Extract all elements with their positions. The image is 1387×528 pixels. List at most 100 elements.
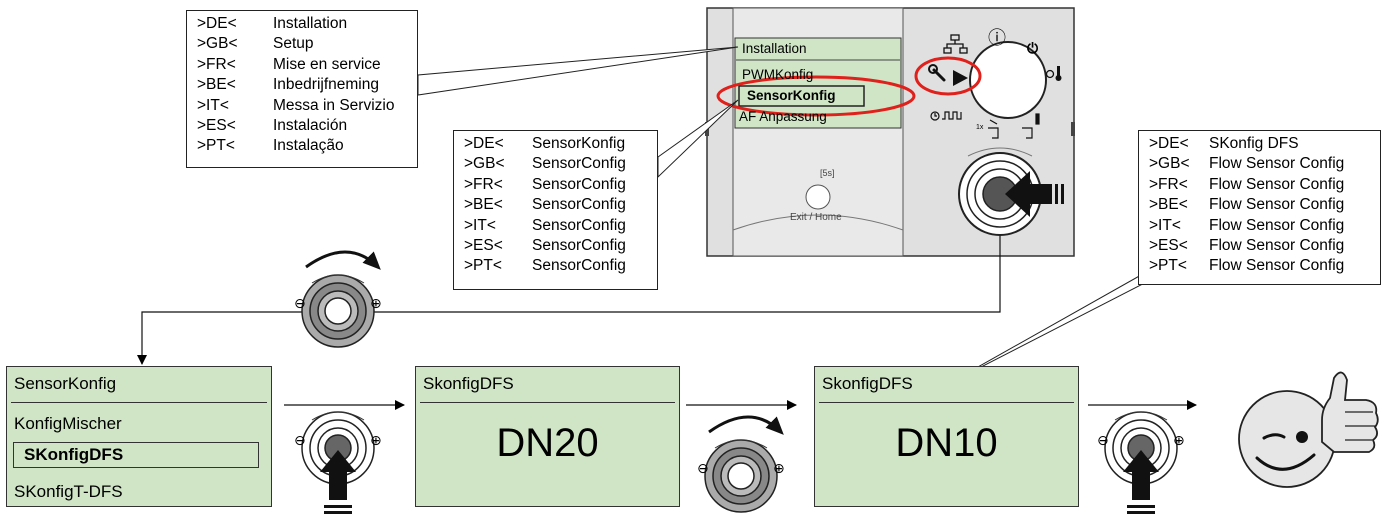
device-rotary-knob[interactable] bbox=[958, 147, 1042, 236]
lang-text: Flow Sensor Config bbox=[1209, 257, 1345, 275]
lang-text: Messa in Servizio bbox=[273, 96, 395, 114]
lang-code: >BE< bbox=[1149, 196, 1188, 214]
lcd-title: SensorKonfig bbox=[14, 374, 117, 393]
device-menu-item: AF Anpassung bbox=[739, 109, 827, 124]
lang-code: >FR< bbox=[464, 175, 503, 193]
lcd-divider bbox=[819, 402, 1074, 403]
callout-installation-translations: >DE< Installation >GB< Setup >FR< Mise en s… bbox=[186, 10, 418, 168]
tap-once-icon bbox=[988, 119, 999, 139]
sun-thermometer-icon bbox=[1045, 66, 1062, 81]
lang-code: >GB< bbox=[464, 155, 505, 173]
lcd-value: DN10 bbox=[895, 421, 998, 465]
lang-text: SensorConfig bbox=[532, 216, 626, 234]
device-menu-item: PWMKonfig bbox=[742, 67, 814, 82]
info-icon: ⓘ bbox=[988, 28, 1006, 48]
lang-text: Flow Sensor Config bbox=[1209, 237, 1345, 255]
lcd-screen-dn20: SkonfigDFS DN20 bbox=[415, 366, 680, 507]
lcd-screen-dn10: SkonfigDFS DN10 bbox=[814, 366, 1079, 507]
minus-symbol: ⊖ bbox=[697, 461, 709, 477]
lang-text: SensorConfig bbox=[532, 155, 626, 173]
network-icon bbox=[943, 34, 968, 54]
lang-code: >PT< bbox=[464, 257, 502, 275]
rotary-knob-icon: ⊖⊕ bbox=[294, 411, 382, 514]
lcd-menu-item: KonfigMischer bbox=[14, 414, 122, 433]
callout-sensorconfig-translations: >DE<SensorKonfig >GB<SensorConfig >FR<Se… bbox=[453, 130, 658, 290]
lang-code: >GB< bbox=[1149, 155, 1190, 173]
controller-device bbox=[705, 7, 1075, 257]
lang-text: SKonfig DFS bbox=[1209, 135, 1299, 152]
lang-code: >PT< bbox=[197, 137, 235, 155]
lang-text: Mise en service bbox=[273, 55, 381, 73]
lcd-title: SkonfigDFS bbox=[423, 374, 514, 393]
lang-code: >BE< bbox=[197, 76, 236, 94]
clock-pulse-icon bbox=[930, 111, 962, 121]
lang-code: >BE< bbox=[464, 196, 503, 214]
lang-text: SensorConfig bbox=[532, 196, 626, 214]
lang-text: Setup bbox=[273, 35, 314, 53]
lcd-menu-item-selected: SKonfigDFS bbox=[13, 442, 259, 468]
device-lcd: Installation PWMKonfig SensorKonfig AF A… bbox=[735, 38, 901, 128]
mode-dial[interactable] bbox=[969, 41, 1047, 119]
exit-home-label: Exit / Home bbox=[790, 212, 842, 223]
lcd-divider bbox=[420, 402, 675, 403]
plus-symbol: ⊕ bbox=[773, 461, 785, 477]
lang-text: Instalación bbox=[273, 117, 348, 135]
smiley-thumbs-up-icon bbox=[1238, 371, 1379, 488]
callout-pointers bbox=[417, 46, 1171, 386]
lcd-screen-sensorkonfig: SensorKonfig KonfigMischer SKonfigDFS SK… bbox=[6, 366, 272, 507]
lang-code: >DE< bbox=[197, 15, 237, 32]
rotary-knob-icon: ⊖⊕ bbox=[697, 415, 785, 513]
lang-code: >IT< bbox=[1149, 216, 1181, 234]
lang-code: >IT< bbox=[464, 216, 496, 234]
lcd-menu-item: SKonfigT-DFS bbox=[14, 482, 123, 501]
lang-code: >GB< bbox=[197, 35, 238, 53]
device-menu-item-selected: SensorKonfig bbox=[747, 88, 836, 103]
lang-code: >FR< bbox=[197, 55, 236, 73]
exit-home-button[interactable] bbox=[805, 184, 831, 210]
highlight-oval bbox=[716, 75, 916, 117]
press-arrow-icon bbox=[1123, 450, 1159, 500]
lang-code: >DE< bbox=[1149, 135, 1189, 152]
lang-text: Flow Sensor Config bbox=[1209, 216, 1345, 234]
rotary-knob-icon: ⊖⊕ bbox=[1097, 411, 1185, 514]
lang-code: >ES< bbox=[197, 117, 236, 135]
lang-text: Flow Sensor Config bbox=[1209, 175, 1345, 193]
minus-symbol: ⊖ bbox=[1097, 433, 1109, 449]
rotary-knob-icon: ⊖⊕ bbox=[294, 250, 382, 348]
rotate-arrow-icon bbox=[305, 250, 381, 270]
lang-text: SensorConfig bbox=[532, 257, 626, 275]
lcd-divider bbox=[11, 402, 267, 403]
lang-text: Installation bbox=[273, 15, 348, 32]
plus-symbol: ⊕ bbox=[370, 296, 382, 312]
lang-code: >ES< bbox=[1149, 237, 1188, 255]
wrench-icon bbox=[928, 64, 968, 86]
tap-thermo-icon bbox=[1022, 113, 1040, 139]
lang-text: Instalação bbox=[273, 137, 344, 155]
lcd-value: DN20 bbox=[496, 421, 599, 465]
press-arrow-icon bbox=[320, 450, 356, 500]
plus-symbol: ⊕ bbox=[1173, 433, 1185, 449]
lang-text: SensorConfig bbox=[532, 237, 626, 255]
lang-text: Flow Sensor Config bbox=[1209, 196, 1345, 214]
power-icon: ⏻ bbox=[1027, 40, 1039, 56]
lang-code: >ES< bbox=[464, 237, 503, 255]
minus-symbol: ⊖ bbox=[294, 433, 306, 449]
mode-once-label: 1x bbox=[976, 124, 984, 131]
lang-text: SensorConfig bbox=[532, 175, 626, 193]
minus-symbol: ⊖ bbox=[294, 296, 306, 312]
press-arrow-icon bbox=[1005, 171, 1064, 217]
timer-label: [5s] bbox=[820, 168, 835, 178]
plus-symbol: ⊕ bbox=[370, 433, 382, 449]
device-menu-item: Installation bbox=[742, 41, 807, 56]
lang-code: >FR< bbox=[1149, 175, 1188, 193]
rotate-arrow-icon bbox=[708, 415, 784, 435]
lang-text: Flow Sensor Config bbox=[1209, 155, 1345, 173]
lcd-title: SkonfigDFS bbox=[822, 374, 913, 393]
flow-connector bbox=[137, 236, 1001, 365]
callout-dfs-translations: >DE< SKonfig DFS >GB< Flow Sensor Config >… bbox=[1138, 130, 1381, 285]
lang-code: >PT< bbox=[1149, 257, 1187, 275]
lang-text: SensorKonfig bbox=[532, 135, 626, 152]
lang-text: Inbedrijfneming bbox=[273, 76, 379, 94]
wrench-highlight-oval bbox=[914, 56, 982, 96]
